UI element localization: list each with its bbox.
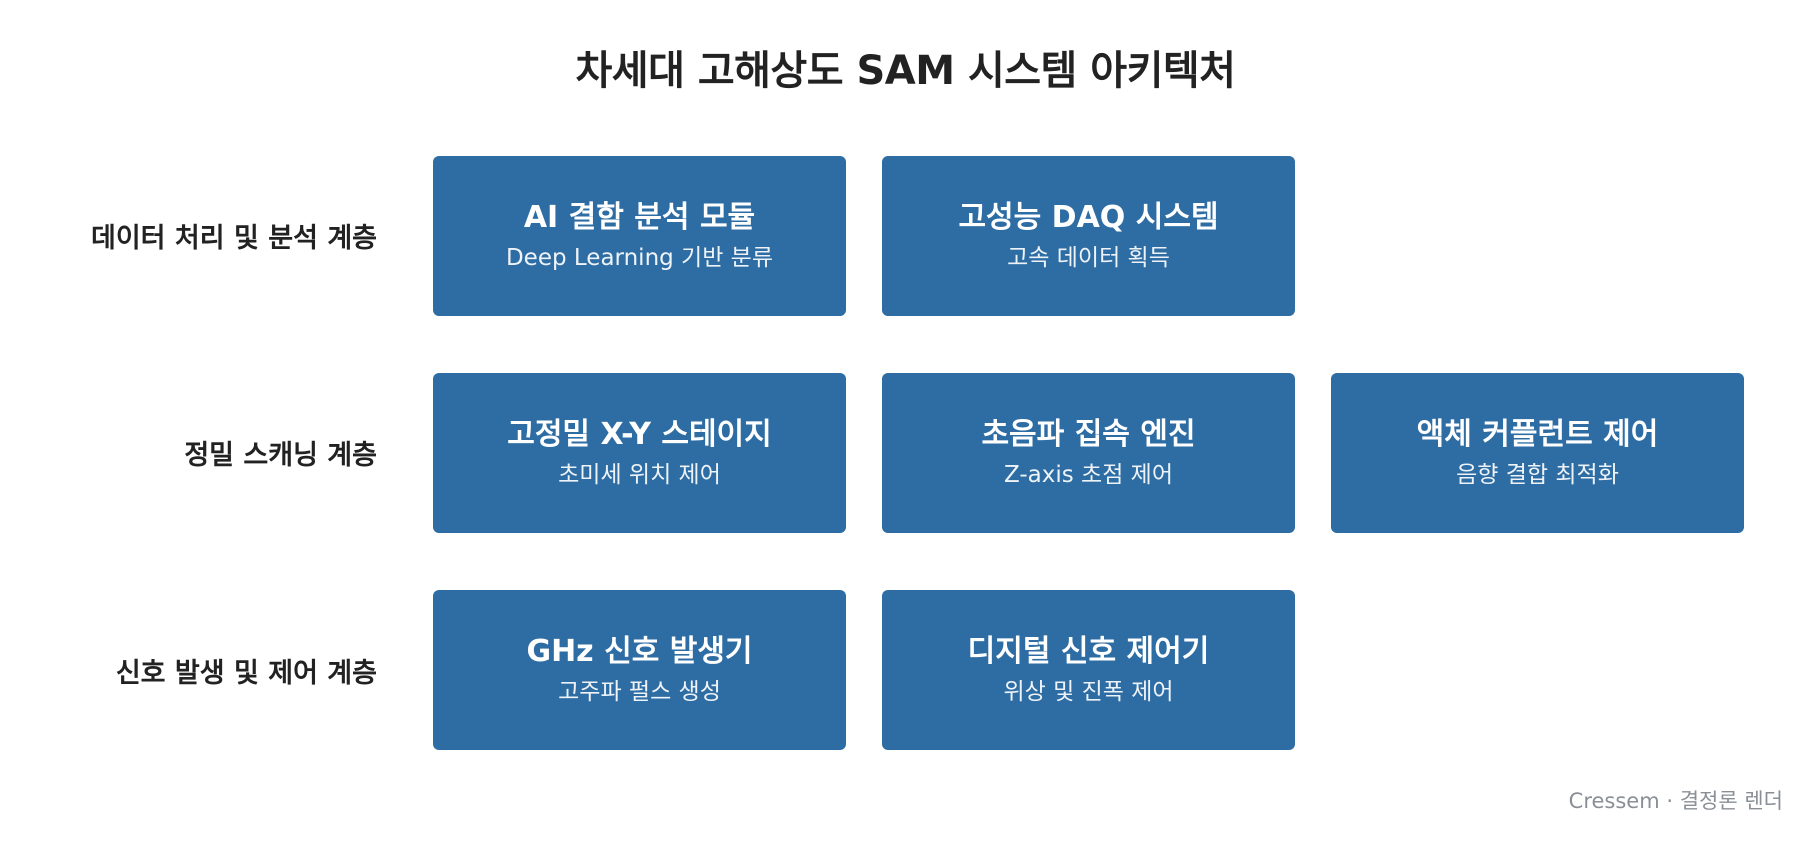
- layer-label-signal-generation: 신호 발생 및 제어 계층: [115, 658, 377, 689]
- component-subtitle: Z-axis 초점 제어: [1004, 462, 1173, 488]
- component-subtitle: 음향 결합 최적화: [1456, 462, 1619, 488]
- component-box-ghz-signal-generator: GHz 신호 발생기 고주파 펄스 생성: [433, 590, 846, 750]
- component-subtitle: Deep Learning 기반 분류: [505, 245, 774, 271]
- component-subtitle: 초미세 위치 제어: [558, 462, 721, 488]
- component-title: 고성능 DAQ 시스템: [958, 200, 1219, 235]
- component-title: GHz 신호 발생기: [526, 634, 753, 669]
- component-title: 디지털 신호 제어기: [967, 634, 1210, 669]
- component-title: 고정밀 X-Y 스테이지: [507, 417, 772, 452]
- component-subtitle: 고속 데이터 획득: [1007, 245, 1170, 271]
- component-subtitle: 고주파 펄스 생성: [558, 679, 721, 705]
- component-title: 초음파 집속 엔진: [981, 417, 1196, 452]
- component-box-ultrasonic-focus-engine: 초음파 집속 엔진 Z-axis 초점 제어: [882, 373, 1295, 533]
- layer-label-data-processing: 데이터 처리 및 분석 계층: [91, 223, 377, 254]
- layer-label-precision-scanning: 정밀 스캐닝 계층: [184, 440, 377, 471]
- component-box-digital-signal-controller: 디지털 신호 제어기 위상 및 진폭 제어: [882, 590, 1295, 750]
- component-box-xy-stage: 고정밀 X-Y 스테이지 초미세 위치 제어: [433, 373, 846, 533]
- component-box-couplant-control: 액체 커플런트 제어 음향 결합 최적화: [1331, 373, 1744, 533]
- render-credit: Cressem · 결정론 렌더: [1568, 789, 1783, 813]
- component-subtitle: 위상 및 진폭 제어: [1003, 679, 1174, 705]
- component-title: 액체 커플런트 제어: [1416, 417, 1659, 452]
- diagram-title: 차세대 고해상도 SAM 시스템 아키텍처: [575, 48, 1236, 94]
- component-title: AI 결함 분석 모듈: [523, 200, 756, 235]
- component-box-daq-system: 고성능 DAQ 시스템 고속 데이터 획득: [882, 156, 1295, 316]
- component-box-ai-defect-analysis: AI 결함 분석 모듈 Deep Learning 기반 분류: [433, 156, 846, 316]
